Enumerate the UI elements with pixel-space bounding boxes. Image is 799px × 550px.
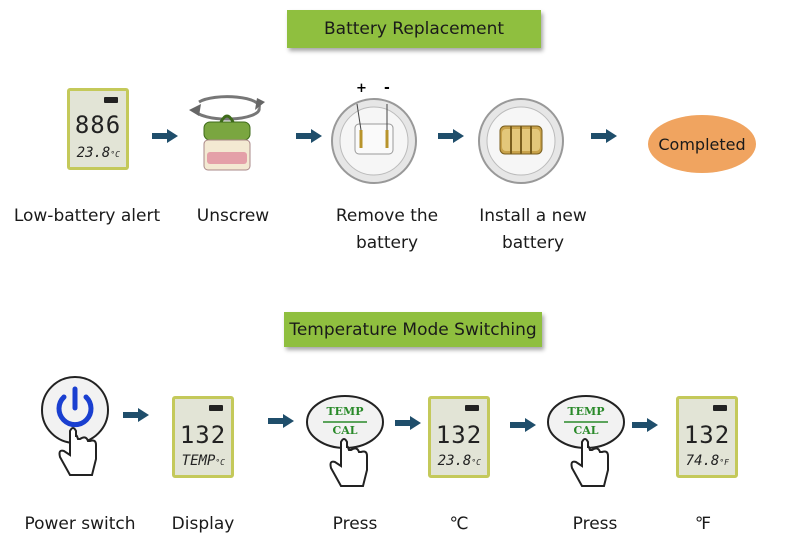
button-label-cal: CAL bbox=[332, 424, 358, 437]
battery-icon bbox=[465, 405, 479, 411]
display-caption: Display bbox=[171, 514, 235, 534]
button-label-temp: TEMP bbox=[567, 405, 605, 418]
temp-cal-button-1[interactable]: TEMP CAL bbox=[305, 394, 385, 494]
arrow-icon bbox=[591, 129, 617, 143]
fahrenheit-caption: ℉ bbox=[694, 514, 712, 534]
lcd-mode: TEMP°C bbox=[181, 453, 225, 469]
battery-replacement-title: Battery Replacement bbox=[323, 19, 505, 39]
power-switch-icon bbox=[41, 376, 109, 476]
lcd-reading: 132 bbox=[435, 421, 483, 449]
battery-icon bbox=[713, 405, 727, 411]
low-battery-caption: Low-battery alert bbox=[13, 206, 161, 226]
press-caption-1: Press bbox=[332, 514, 378, 534]
arrow-icon bbox=[152, 129, 178, 143]
install-battery-caption: Install a new battery bbox=[479, 206, 587, 253]
lcd-reading: 132 bbox=[179, 421, 227, 449]
lcd-temperature: 23.8°C bbox=[76, 145, 120, 161]
temp-cal-button-shape bbox=[306, 395, 384, 487]
unscrew-device-icon bbox=[189, 95, 265, 171]
polarity-minus: - bbox=[384, 80, 390, 96]
celsius-caption: ℃ bbox=[449, 514, 469, 534]
battery-icon bbox=[104, 97, 118, 103]
temp-cal-button-2[interactable]: TEMP CAL bbox=[546, 394, 626, 494]
temperature-mode-title: Temperature Mode Switching bbox=[289, 319, 537, 340]
polarity-plus: + bbox=[356, 81, 367, 96]
celsius-lcd: 132 23.8°C bbox=[428, 396, 490, 478]
lcd-reading: 132 bbox=[683, 421, 731, 449]
lcd-temperature: 74.8°F bbox=[685, 453, 729, 469]
battery-replacement-banner: Battery Replacement bbox=[287, 10, 541, 48]
completed-label: Completed bbox=[658, 134, 746, 154]
arrow-icon bbox=[438, 129, 464, 143]
battery-icon bbox=[209, 405, 223, 411]
new-battery-installed-icon bbox=[478, 98, 564, 184]
temperature-mode-banner: Temperature Mode Switching bbox=[284, 312, 542, 347]
press-caption-2: Press bbox=[572, 514, 618, 534]
arrow-icon bbox=[510, 418, 536, 432]
completed-badge: Completed bbox=[648, 115, 756, 173]
temp-cal-button-shape bbox=[547, 395, 625, 487]
lcd-temperature: 23.8°C bbox=[437, 453, 481, 469]
remove-battery-caption: Remove the battery bbox=[335, 206, 439, 253]
empty-battery-compartment-icon bbox=[331, 98, 417, 184]
button-label-cal: CAL bbox=[573, 424, 599, 437]
arrow-icon bbox=[632, 418, 658, 432]
arrow-icon bbox=[268, 414, 294, 428]
button-label-temp: TEMP bbox=[326, 405, 364, 418]
lcd-reading: 886 bbox=[74, 111, 122, 139]
display-lcd: 132 TEMP°C bbox=[172, 396, 234, 478]
power-switch-caption: Power switch bbox=[24, 514, 136, 534]
low-battery-lcd: 886 23.8°C bbox=[67, 88, 129, 170]
fahrenheit-lcd: 132 74.8°F bbox=[676, 396, 738, 478]
arrow-icon bbox=[395, 416, 421, 430]
unscrew-caption: Unscrew bbox=[196, 206, 270, 226]
arrow-icon bbox=[123, 408, 149, 422]
arrow-icon bbox=[296, 129, 322, 143]
